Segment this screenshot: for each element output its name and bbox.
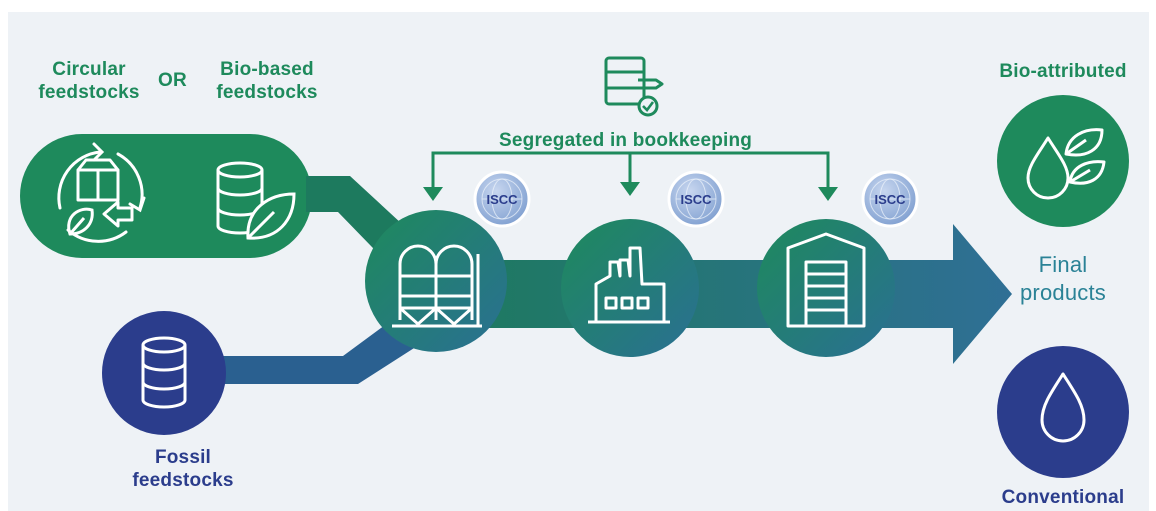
bio-based-feedstocks-label: Bio-based feedstocks [216,59,318,103]
checkmark-icon [637,95,659,117]
final-products-label: Final products [1020,252,1106,305]
iscc-badge-label: ISCC [680,192,712,207]
fossil-connector [203,308,436,384]
bookkeeping-bracket [431,151,830,197]
bookkeeping-arrowheads [423,182,838,201]
warehouse-stage-circle [757,219,895,357]
diagram-canvas: ISCC ISCC ISCC Circular feedstocks OR Bi… [8,12,1149,511]
fossil-circle [102,311,226,435]
silo-icon [392,244,482,328]
iscc-badge-label: ISCC [874,192,906,207]
conventional-label: Conventional [1001,487,1125,508]
ledger-icon [604,56,664,106]
iscc-badge-3: ISCC [861,170,919,228]
fossil-barrel-icon [141,336,187,409]
or-label: OR [158,70,187,91]
main-flow-band [438,224,1012,364]
box-icon [76,158,120,202]
circular-feedstocks-label: Circular feedstocks [38,59,140,103]
bookkeeping-label: Segregated in bookkeeping [499,130,753,151]
bio-leaf-icon [1064,128,1106,185]
drop-icon [1040,372,1086,443]
factory-stage-circle [561,219,699,357]
warehouse-icon [786,232,866,328]
bio-drop-icon [1026,136,1070,200]
bio-feedstock-pill [20,134,312,258]
factory-icon [588,246,670,324]
recycle-icon [57,142,146,243]
leaf-icon [246,192,296,240]
bio-attributed-label: Bio-attributed [999,61,1127,82]
conventional-circle [997,346,1129,478]
iscc-badge-2: ISCC [667,170,725,228]
iscc-badge-label: ISCC [486,192,518,207]
process-flow-svg: ISCC ISCC ISCC [20,56,1129,478]
iscc-badge-1: ISCC [473,170,531,228]
recycle-leaf-icon [67,207,94,236]
recycle-arrow-icon [102,200,134,228]
fossil-feedstocks-label: Fossil feedstocks [132,447,234,491]
